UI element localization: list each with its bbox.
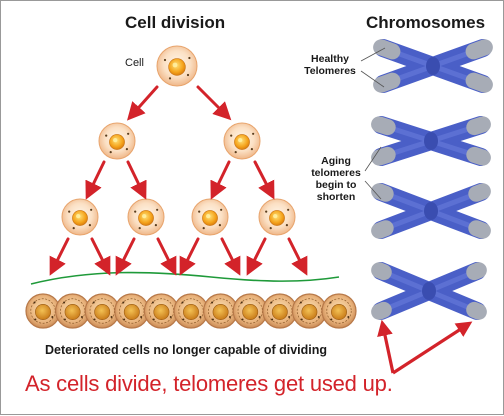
deteriorated-cell-6	[173, 293, 209, 329]
chromosome-aging-2-telomere-4	[468, 183, 491, 202]
chromosome-aging-1-telomere-2	[466, 146, 491, 166]
chromosome-aging-2-telomere-1	[371, 183, 394, 202]
deteriorated-cell-1	[25, 293, 61, 329]
healthy-telomeres-label: Healthy Telomeres	[304, 53, 356, 77]
chromosome-healthy-telomere-3	[373, 72, 401, 93]
arrow-l3-bottom-3	[115, 237, 136, 276]
parent-cell	[156, 45, 198, 87]
daughter-cell-right	[223, 122, 261, 160]
aging-pointer-1	[364, 146, 382, 172]
arrow-to-daughter-right	[196, 85, 232, 121]
aging-pointer-2	[364, 180, 382, 200]
worn-telomere-arrow-left	[377, 319, 395, 374]
chromosome-aging-2-telomere-3	[371, 220, 394, 239]
deteriorated-cells-caption: Deteriorated cells no longer capable of …	[45, 343, 328, 357]
arrow-l3-bottom-4	[156, 237, 177, 276]
cell-division-title: Cell division	[125, 13, 226, 32]
health-trend-curve	[30, 271, 340, 285]
deteriorated-cell-2	[54, 293, 91, 329]
worn-telomere-arrow-right	[392, 321, 473, 375]
deteriorated-cell-7	[203, 293, 239, 329]
arrow-l3-bottom-6	[220, 237, 241, 276]
chromosome-healthy-telomere-4	[465, 39, 493, 60]
arrow-l2-l3-4	[253, 160, 275, 200]
l3-cell-1	[61, 198, 99, 236]
healthy-pointer-1	[360, 47, 386, 62]
deteriorated-cell-5	[143, 293, 179, 329]
healthy-pointer-2	[360, 70, 385, 88]
arrow-l3-bottom-8	[287, 237, 308, 276]
deteriorated-cell-3	[84, 293, 120, 329]
chromosome-worn-telomere-2	[466, 301, 487, 320]
l3-cell-4	[258, 198, 296, 236]
chromosome-worn-telomere-4	[466, 262, 487, 281]
aging-telomeres-label: Aging telomeres begin to shorten	[311, 155, 361, 203]
deteriorated-cell-11	[321, 293, 357, 329]
chromosome-aging-1-telomere-3	[371, 146, 396, 166]
chromosome-aging-2-telomere-2	[468, 220, 491, 239]
deteriorated-cell-9	[262, 293, 298, 329]
telomeres-summary-footer: As cells divide, telomeres get used up.	[25, 371, 393, 396]
deteriorated-cell-8	[232, 293, 268, 329]
arrow-l3-bottom-1	[49, 237, 70, 276]
chromosome-aging-1-telomere-4	[466, 116, 491, 136]
chromosome-healthy	[373, 39, 493, 93]
deteriorated-cell-4	[114, 293, 150, 329]
chromosome-worn	[371, 262, 487, 320]
chromosome-worn-telomere-1	[371, 262, 392, 281]
chromosome-aging-1	[371, 116, 491, 166]
arrow-to-daughter-left	[127, 85, 159, 121]
chromosome-worn-telomere-3	[371, 301, 392, 320]
chromosome-aging-2	[371, 183, 491, 239]
chromosomes-title: Chromosomes	[366, 13, 486, 32]
l3-cell-2	[127, 198, 165, 236]
arrow-l2-l3-1	[85, 160, 106, 200]
cell-label: Cell	[125, 57, 144, 69]
arrow-l3-bottom-2	[90, 237, 111, 276]
arrow-l2-l3-2	[126, 160, 147, 200]
chromosome-aging-1-telomere-1	[371, 116, 396, 136]
l3-cell-3	[191, 198, 229, 236]
deteriorated-cell-10	[291, 293, 327, 329]
arrow-l2-l3-3	[210, 160, 231, 200]
chromosome-healthy-telomere-2	[465, 72, 493, 93]
chromosome-healthy-telomere-1	[373, 39, 401, 60]
arrow-l3-bottom-5	[179, 237, 200, 276]
arrow-l3-bottom-7	[246, 237, 267, 276]
daughter-cell-left	[98, 122, 136, 160]
